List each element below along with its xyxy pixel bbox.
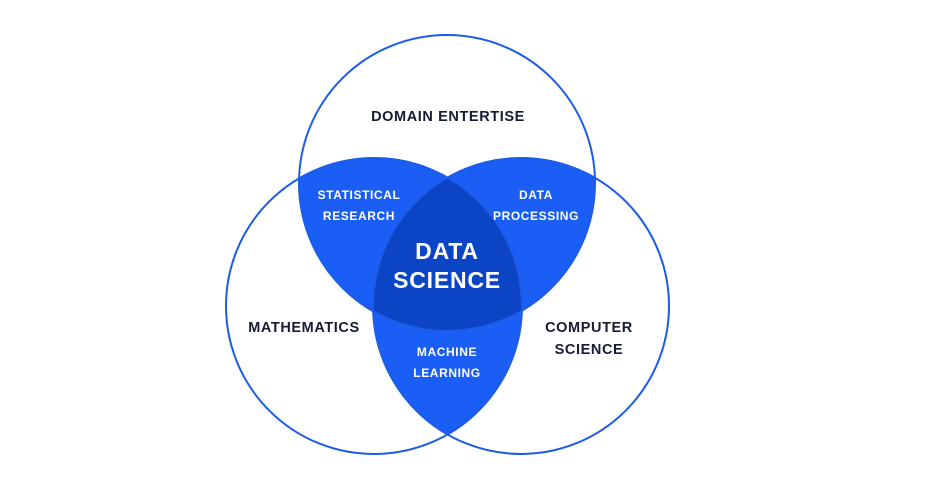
label-statistical-research-line2: RESEARCH: [323, 209, 395, 223]
label-computer-science-line2: SCIENCE: [555, 342, 624, 358]
circle-mathematics: [225, 157, 523, 455]
label-domain-expertise: DOMAIN ENTERTISE: [371, 109, 525, 125]
label-data-processing: DATA: [519, 188, 553, 202]
label-machine-learning-line2: LEARNING: [413, 366, 480, 380]
label-computer-science: COMPUTER: [545, 320, 633, 336]
label-data-science: DATA: [415, 238, 479, 264]
label-mathematics: MATHEMATICS: [248, 320, 360, 336]
circle-domain-expertise: [298, 34, 596, 332]
label-machine-learning: MACHINE: [417, 345, 477, 359]
label-data-processing-line2: PROCESSING: [493, 209, 579, 223]
label-data-science-line2: SCIENCE: [393, 267, 501, 293]
label-statistical-research: STATISTICAL: [318, 188, 401, 202]
circle-computer-science: [372, 157, 670, 455]
